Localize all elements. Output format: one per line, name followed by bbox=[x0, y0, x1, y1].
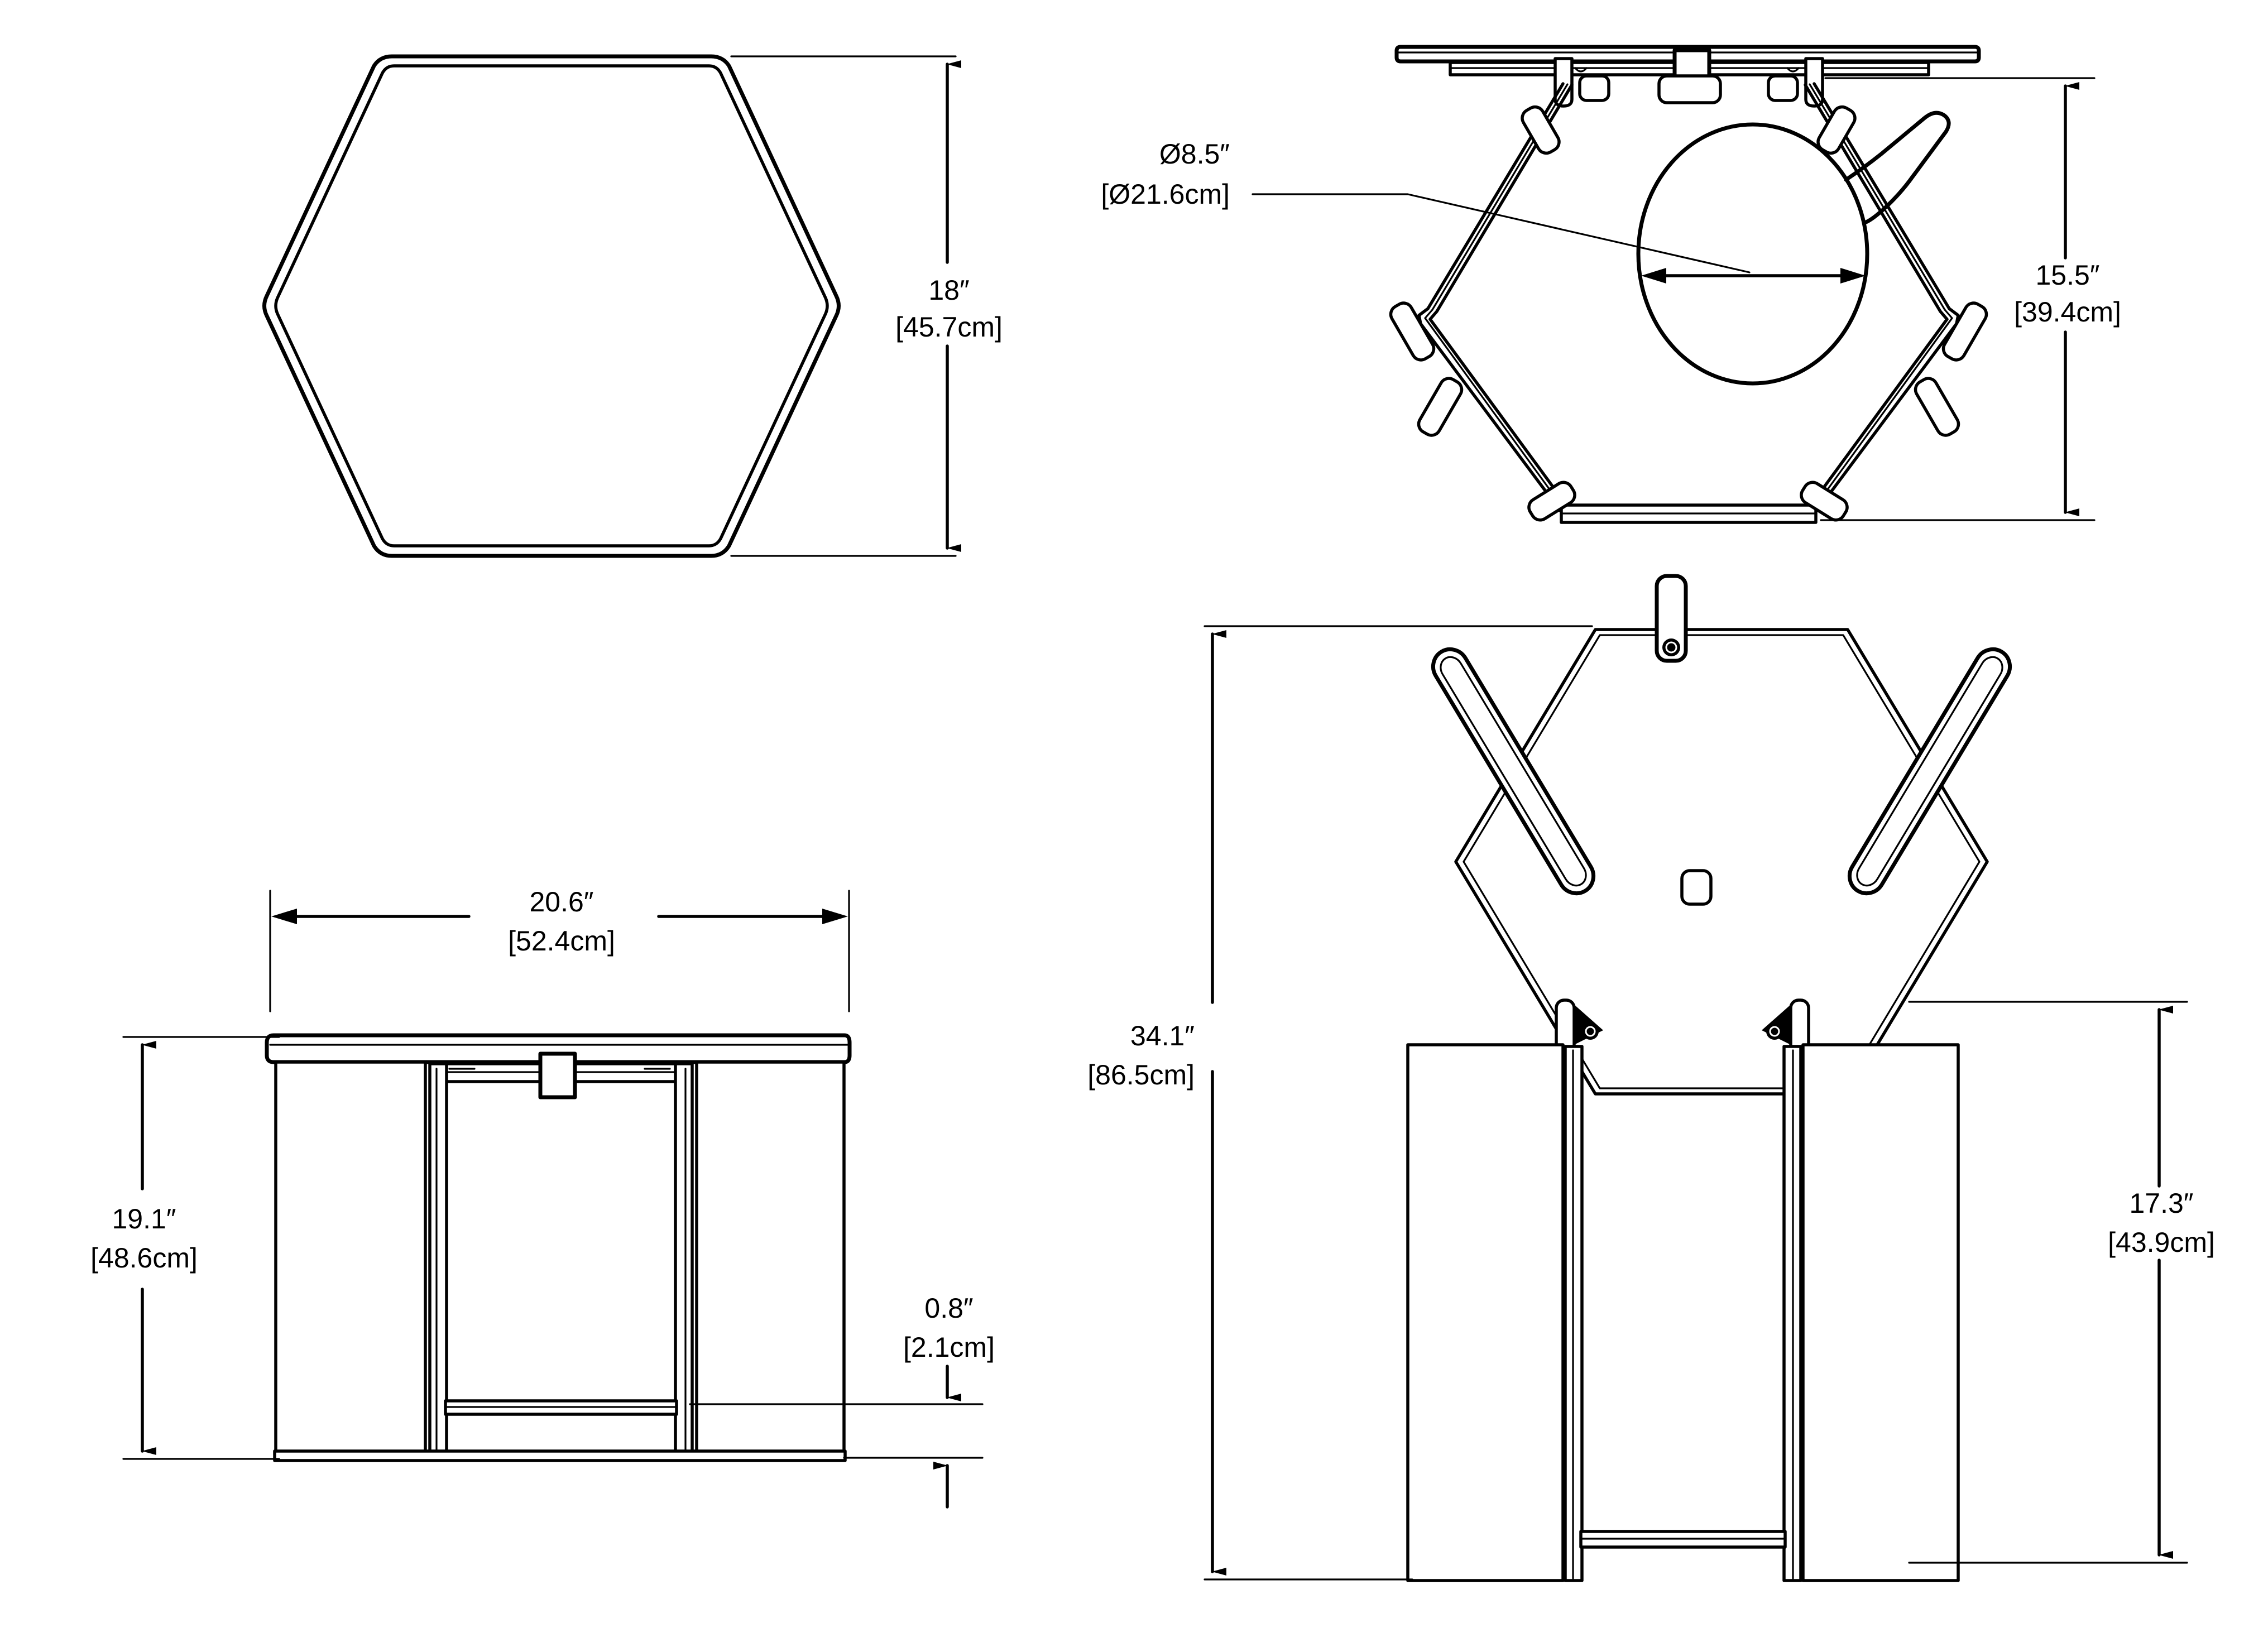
frame-pad-bottom-left bbox=[1527, 481, 1576, 522]
lid-center-detail bbox=[1680, 869, 1713, 906]
pad-center bbox=[1657, 74, 1722, 104]
frame-pad-lower-left bbox=[1417, 377, 1464, 437]
dim-arrow-head-206-right bbox=[822, 909, 848, 924]
hexagon-inner-line bbox=[274, 64, 829, 548]
dim-08-inch-label: 0.8″ bbox=[924, 1293, 973, 1324]
dim-diameter-inch-label: Ø8.5″ bbox=[1159, 138, 1230, 170]
base-panel-right bbox=[1801, 1043, 1960, 1582]
dim-18-metric-label: [45.7cm] bbox=[895, 311, 1003, 343]
dim-08-metric-label: [2.1cm] bbox=[903, 1332, 995, 1363]
dim-173-inch-label: 17.3″ bbox=[2129, 1188, 2193, 1219]
pad-left bbox=[1578, 74, 1610, 102]
dimple-left bbox=[1574, 67, 1588, 73]
side-latch-block bbox=[538, 1051, 577, 1099]
underside-view: Ø8.5″ [Ø21.6cm] 15.5″ [39.4cm] bbox=[1101, 45, 2121, 524]
frame-leg-lower-right-c bbox=[1813, 309, 1953, 509]
lid-edge-bar-right bbox=[1847, 647, 2012, 896]
side-upright-left bbox=[428, 1062, 448, 1459]
hinge-screw-center-left bbox=[1589, 1030, 1592, 1033]
underside-hex-frame bbox=[1389, 82, 1988, 524]
dim-341-metric-label: [86.5cm] bbox=[1087, 1059, 1195, 1091]
handle-spur bbox=[1844, 111, 1951, 224]
side-upright-right bbox=[674, 1062, 694, 1459]
dim-18-inch-label: 18″ bbox=[928, 275, 969, 306]
side-base-foot bbox=[273, 1449, 847, 1462]
open-front-elevation: 34.1″ [86.5cm] 17.3″ [43.9cm] bbox=[1087, 574, 2215, 1582]
lid-latch-screw-center bbox=[1669, 645, 1674, 650]
side-panel-left bbox=[274, 1060, 427, 1459]
dim-341-inch-label: 34.1″ bbox=[1130, 1020, 1195, 1051]
hinge-screw-ring-left bbox=[1585, 1026, 1596, 1037]
circular-opening bbox=[1636, 122, 1869, 386]
dim-191-metric-label: [48.6cm] bbox=[90, 1242, 198, 1274]
lid-bar-left-outer bbox=[1431, 647, 1596, 896]
dim-206-metric-label: [52.4cm] bbox=[508, 925, 615, 957]
frame-pad-upper-left bbox=[1389, 301, 1436, 362]
frame-pad-top-left bbox=[1521, 105, 1561, 155]
dim-173-metric-label: [43.9cm] bbox=[2108, 1227, 2215, 1258]
frame-pad-lower-right bbox=[1914, 377, 1960, 437]
dimple-right bbox=[1786, 67, 1800, 73]
frame-pad-upper-right bbox=[1941, 301, 1988, 362]
pad-right bbox=[1767, 74, 1799, 102]
diameter-arrow-head-left bbox=[1641, 268, 1666, 284]
dim-arrow-head-206-left bbox=[271, 909, 297, 924]
dim-diameter-metric-label: [Ø21.6cm] bbox=[1101, 179, 1230, 210]
side-panel-right bbox=[695, 1060, 846, 1459]
frame-pad-bottom-right bbox=[1800, 481, 1849, 522]
dim-155-inch-label: 15.5″ bbox=[2035, 260, 2099, 291]
base-panel-left bbox=[1406, 1043, 1565, 1582]
diameter-arrow-head-right bbox=[1840, 268, 1866, 284]
lid-bar-left-inner bbox=[1440, 656, 1587, 887]
top-plan-view: 18″ [45.7cm] bbox=[262, 54, 1003, 558]
frame-leg-lower-left-b bbox=[1428, 310, 1568, 507]
hinge-screw-ring-right bbox=[1769, 1026, 1780, 1037]
frame-leg-lower-left-c bbox=[1424, 309, 1564, 509]
hexagon-outer-line bbox=[262, 54, 841, 558]
lid-latch-screw-ring bbox=[1665, 641, 1677, 654]
dim-206-inch-label: 20.6″ bbox=[529, 886, 593, 918]
dim-155-metric-label: [39.4cm] bbox=[2014, 296, 2121, 328]
dim-191-inch-label: 19.1″ bbox=[112, 1203, 176, 1235]
diameter-leader-line bbox=[1252, 193, 1751, 273]
folded-side-elevation: 20.6″ [52.4cm] bbox=[90, 886, 995, 1509]
lid-latch-tab bbox=[1655, 574, 1688, 663]
lid-bar-right-inner bbox=[1856, 656, 2003, 887]
lid-edge-bar-left bbox=[1431, 647, 1596, 896]
hexagon-top-shape bbox=[262, 54, 841, 558]
frame-leg-lower-right-b bbox=[1809, 310, 1949, 507]
hinge-screw-center-right bbox=[1773, 1030, 1776, 1033]
lid-bar-right-outer bbox=[1847, 647, 2012, 896]
